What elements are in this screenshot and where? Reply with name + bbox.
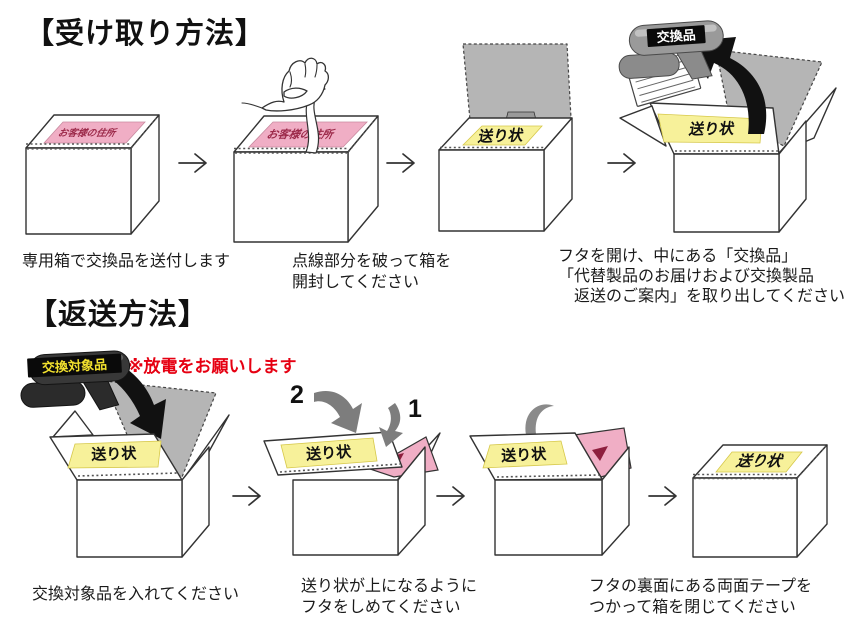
receive-section-title: 【受け取り方法】 [25, 18, 266, 50]
caption-line: 開封してください [292, 274, 420, 291]
return-section-title: 【返送方法】 [28, 299, 209, 331]
step-arrow-icon [648, 486, 677, 506]
hand-icon [261, 57, 330, 112]
order-number-one: 1 [408, 395, 422, 423]
caption-line: 交換対象品を入れてください [32, 586, 240, 603]
invoice-label [67, 440, 162, 469]
caption-line: 専用箱で交換品を送付します [22, 253, 231, 270]
caption-line: フタをしめてください [301, 599, 461, 616]
address-label-text: お客様の住所 [265, 128, 338, 141]
invoice-label [462, 125, 543, 146]
caption-line: 「代替製品のお届けおよび交換製品 [558, 268, 815, 285]
caption-line: 返送のご案内」を取り出してください [558, 288, 846, 305]
receive-step2-caption: 点線部分を破って箱を 開封してください [292, 251, 451, 293]
order-number-two: 2 [290, 381, 304, 409]
box-front-face [25, 147, 132, 235]
perforation-line [496, 474, 600, 478]
caption-line: フタを開け、中にある「交換品」 [558, 248, 798, 265]
caption-line: フタの裏面にある両面テープを [589, 578, 813, 595]
address-label-text: お客様の住所 [56, 127, 119, 139]
exchange-item-badge [646, 25, 706, 48]
box-front-face [692, 477, 798, 558]
step-arrow-icon [232, 486, 261, 506]
caption-line: 点線部分を破って箱を [292, 253, 452, 270]
return-step2-close-flaps-illustration: 送り状 2 1 [263, 381, 441, 556]
arm-line [241, 102, 263, 109]
receive-step4-take-out-illustration: 送り状 交換品 [618, 20, 837, 233]
box-front-face [76, 479, 183, 558]
arrow-right-icon [648, 486, 677, 506]
step-arrow-icon [178, 153, 207, 173]
finger-lines [289, 63, 318, 88]
item-lower-cylinder [618, 52, 680, 79]
fold-arrow-first-icon [379, 403, 403, 447]
folding-flap-curl [525, 404, 554, 435]
box-front-face [292, 479, 399, 556]
exchange-target-badge-text: 交換対象品 [42, 357, 108, 375]
arrow-right-icon [232, 486, 261, 506]
address-label [43, 121, 146, 144]
invoice-label [482, 440, 568, 469]
arrow-right-icon [436, 486, 465, 506]
perforation-line [348, 116, 378, 153]
box-lid [462, 43, 572, 121]
discharge-note: ※放電をお願いします [127, 357, 297, 376]
invoice-label-text: 送り状 [734, 452, 787, 470]
receive-step3-lid-open-illustration: 送り状 [438, 43, 573, 232]
fold-arrow-second-icon [314, 390, 362, 433]
exchange-item: 交換品 [618, 20, 724, 80]
return-step3-fold-down-illustration: 送り状 [469, 404, 632, 556]
pink-flap-mark [592, 446, 608, 461]
receive-step1-caption: 専用箱で交換品を送付します [22, 251, 230, 272]
box-front-face [494, 479, 603, 556]
box-front-face [233, 151, 349, 243]
step-arrow-icon [386, 153, 415, 173]
return-step4-closed-box-illustration: 送り状 [692, 444, 828, 558]
exchange-item-badge-text: 交換品 [656, 27, 696, 45]
box-ear-flap [52, 410, 94, 438]
invoice-label [715, 451, 803, 473]
return-step2-caption: 送り状が上になるように フタをしめてください [301, 576, 477, 618]
invoice-label [280, 437, 378, 469]
receive-step2-tear-strip-illustration: お客様の住所 [233, 57, 379, 243]
exchange-target-badge [27, 353, 122, 378]
perforation-line [77, 472, 179, 477]
box-front-face [673, 153, 780, 233]
thumb [283, 87, 308, 99]
caption-line: 送り状が上になるように [301, 578, 478, 595]
caption-line: つかって箱を閉じてください [589, 599, 796, 616]
perforation-line [279, 463, 401, 473]
box-front-face [438, 149, 545, 232]
invoice-label-text: 送り状 [476, 126, 526, 146]
invoice-label-text: 送り状 [90, 444, 138, 464]
arrow-right-icon [607, 153, 636, 173]
box-ear-flap [619, 105, 667, 147]
return-step1-caption: 交換対象品を入れてください [32, 584, 239, 605]
step-arrow-icon [607, 153, 636, 173]
step-arrow-icon [436, 486, 465, 506]
exchange-target-item: 交換対象品 [20, 350, 131, 411]
invoice-label-text: 送り状 [500, 445, 548, 465]
receive-step1-closed-box-illustration: お客様の住所 [25, 114, 160, 235]
invoice-label-text: 送り状 [305, 442, 353, 463]
invoice-label-text: 送り状 [687, 120, 737, 139]
arrow-right-icon [178, 153, 207, 173]
receive-step4-caption: フタを開け、中にある「交換品」 「代替製品のお届けおよび交換製品 返送のご案内」… [558, 247, 845, 307]
return-step1-put-in-illustration: 送り状 交換対象品 [20, 350, 230, 558]
arrow-right-icon [386, 153, 415, 173]
return-step4-caption: フタの裏面にある両面テープを つかって箱を閉じてください [589, 576, 812, 618]
